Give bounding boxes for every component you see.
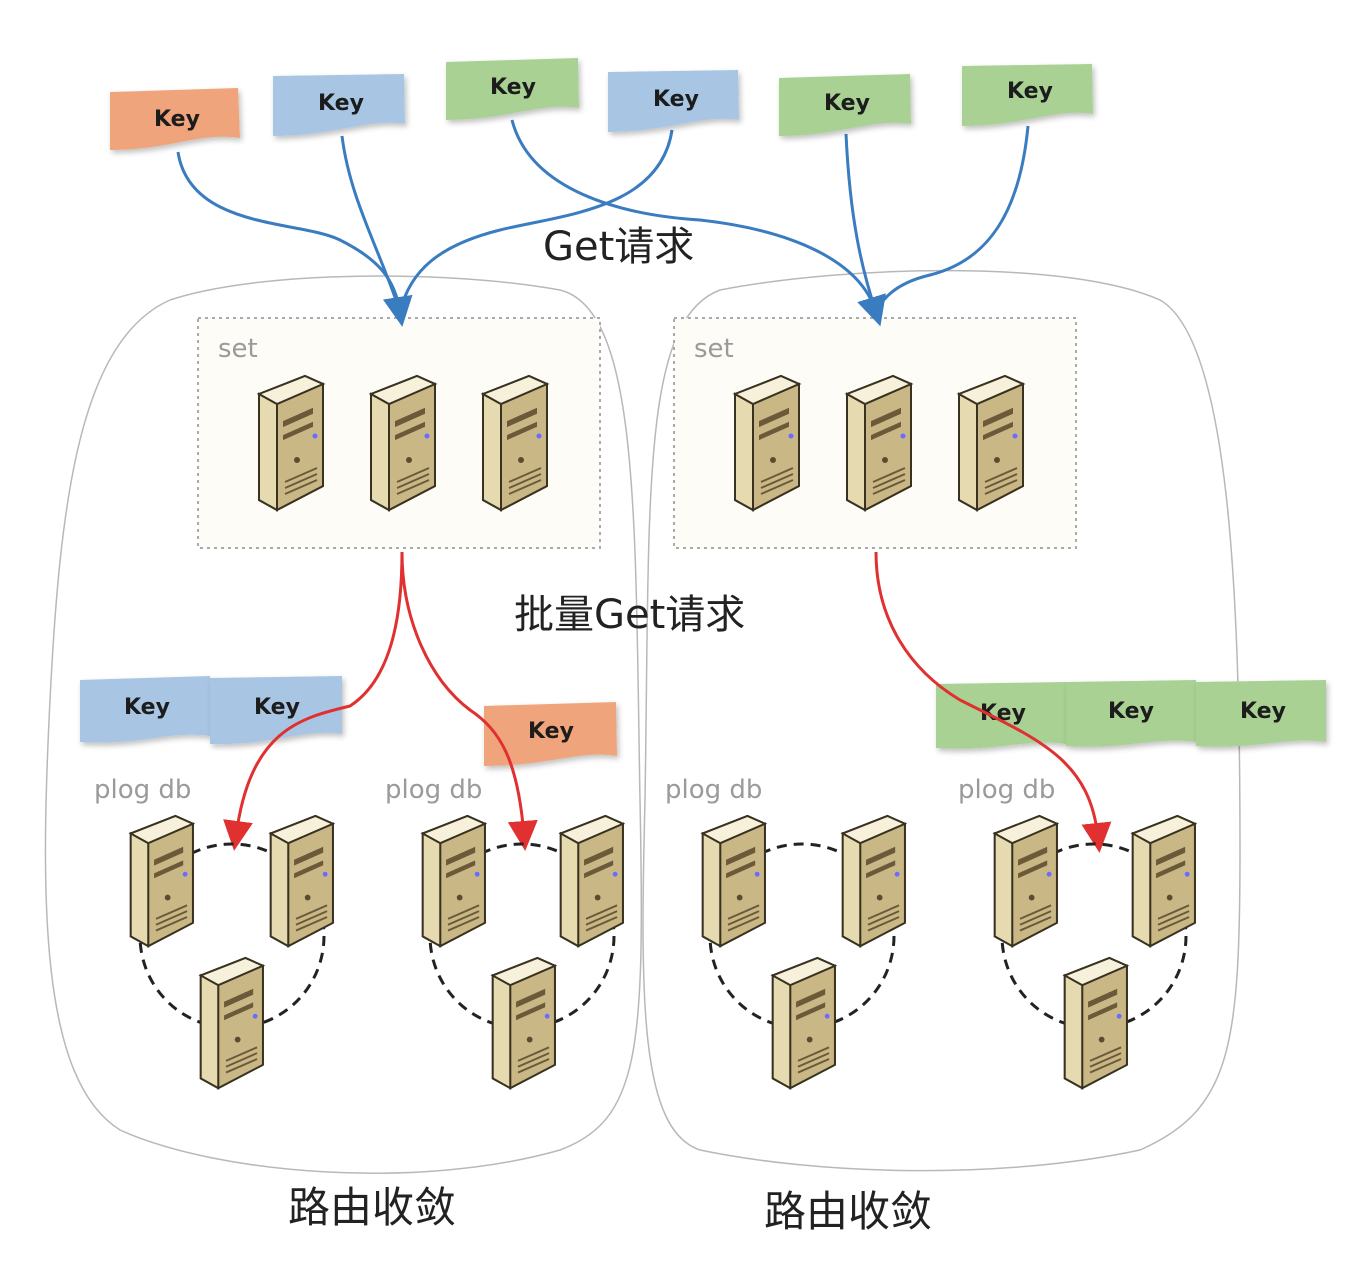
- get-request-label: Get请求: [543, 224, 694, 270]
- server-icon: [199, 956, 264, 1090]
- top-key-6: Key: [962, 64, 1093, 126]
- batch-key-1: Key: [80, 676, 210, 743]
- svg-text:Key: Key: [490, 75, 536, 100]
- svg-text:Key: Key: [318, 91, 364, 116]
- server-icon: [481, 374, 549, 512]
- top-key-5: Key: [779, 74, 911, 136]
- server-icon: [129, 814, 194, 948]
- region-right: [642, 269, 1241, 1172]
- server-icon: [1063, 956, 1128, 1090]
- batch-key-2: Key: [210, 676, 342, 745]
- server-icon: [701, 814, 766, 948]
- top-key-4: Key: [608, 70, 739, 132]
- server-icon: [957, 374, 1025, 512]
- svg-text:Key: Key: [653, 87, 699, 112]
- server-icon: [491, 956, 556, 1090]
- batch-key-3: Key: [484, 702, 617, 766]
- region-left: [44, 275, 643, 1174]
- plog-db-label-1: plog db: [94, 775, 191, 805]
- server-icon: [845, 374, 913, 512]
- batch-key-6: Key: [1196, 680, 1326, 747]
- plog-db-label-4: plog db: [958, 775, 1055, 805]
- plog-db-label-2: plog db: [385, 775, 482, 805]
- server-icon: [771, 956, 836, 1090]
- server-icon: [269, 814, 334, 948]
- server-icon: [559, 814, 624, 948]
- svg-text:Key: Key: [1108, 699, 1154, 724]
- route-convergence-right: 路由收敛: [764, 1187, 932, 1236]
- plog-db-label-3: plog db: [665, 775, 762, 805]
- top-key-1: Key: [110, 88, 240, 150]
- server-icon: [421, 814, 486, 948]
- batch-key-5: Key: [1066, 680, 1196, 747]
- svg-text:Key: Key: [528, 719, 574, 744]
- server-icon: [369, 374, 437, 512]
- svg-text:Key: Key: [1240, 699, 1286, 724]
- svg-text:Key: Key: [254, 695, 300, 720]
- svg-text:Key: Key: [1007, 79, 1053, 104]
- get-request-arrows: [176, 119, 1030, 327]
- server-icon: [257, 374, 325, 512]
- server-icon: [733, 374, 801, 512]
- server-icon: [841, 814, 906, 948]
- top-key-3: Key: [446, 58, 579, 120]
- set-label-right: set: [694, 334, 734, 364]
- svg-text:Key: Key: [824, 91, 870, 116]
- route-convergence-left: 路由收敛: [288, 1183, 456, 1232]
- set-label-left: set: [218, 334, 258, 364]
- batch-request-arrows: [223, 551, 1112, 853]
- svg-text:Key: Key: [124, 695, 170, 720]
- top-key-2: Key: [273, 74, 405, 136]
- server-icon: [993, 814, 1058, 948]
- server-icon: [1131, 814, 1196, 948]
- svg-text:Key: Key: [154, 107, 200, 132]
- batch-get-request-label: 批量Get请求: [514, 592, 745, 638]
- batch-key-4: Key: [936, 682, 1066, 749]
